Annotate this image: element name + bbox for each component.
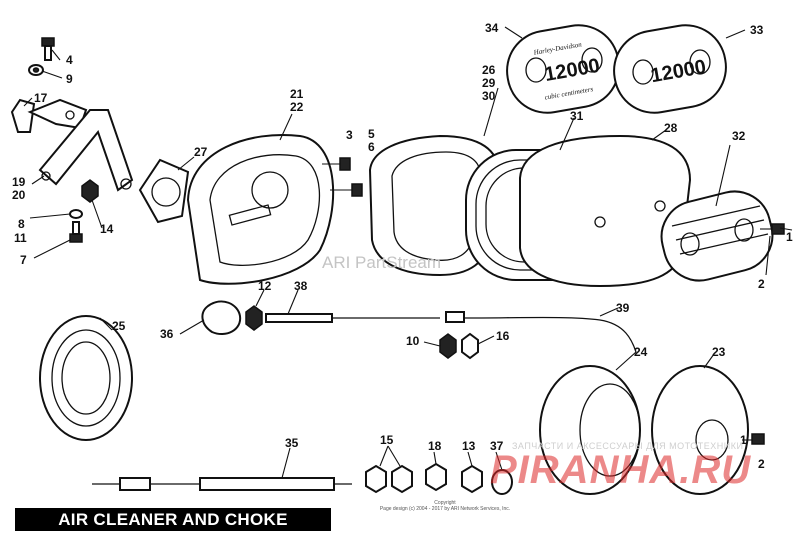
callout-21: 21	[290, 87, 304, 101]
callout-17: 17	[34, 91, 48, 105]
callout-2-upper: 2	[758, 277, 765, 291]
callout-2-lower: 2	[758, 457, 765, 471]
bolt-7[interactable]	[69, 221, 83, 243]
nut-13[interactable]	[461, 464, 483, 494]
shop-caption: ЗАПЧАСТИ И АКСЕССУАРЫ ДЛЯ МОТОТЕХНИКИ	[512, 441, 744, 451]
callout-26: 26	[482, 63, 496, 77]
nut-15b[interactable]	[391, 464, 413, 494]
callout-18: 18	[428, 439, 442, 453]
callout-25: 25	[112, 319, 126, 333]
callout-1-lower: 1	[740, 433, 747, 447]
callout-32: 32	[732, 129, 746, 143]
washer-9[interactable]	[28, 64, 44, 76]
callout-38: 38	[294, 279, 308, 293]
callout-8: 8	[18, 217, 25, 231]
knob-36[interactable]	[201, 300, 242, 335]
copyright-line-1: Copyright	[434, 500, 456, 506]
nut-14[interactable]	[81, 179, 99, 203]
bracket-17[interactable]	[10, 98, 88, 133]
callout-24: 24	[634, 345, 648, 359]
callout-35: 35	[285, 436, 299, 450]
name-plate-34[interactable]: 12000 Harley-Davidson cubic centimeters	[501, 19, 626, 119]
nut-12[interactable]	[245, 305, 263, 331]
callout-4: 4	[66, 53, 73, 67]
callout-13: 13	[462, 439, 476, 453]
copyright-line-2: Page design (c) 2004 - 2017 by ARI Netwo…	[379, 506, 511, 512]
callout-15: 15	[380, 433, 394, 447]
filter-element-24[interactable]	[539, 365, 641, 495]
callout-9: 9	[66, 72, 73, 86]
callout-12: 12	[258, 279, 272, 293]
choke-conduit-39[interactable]	[445, 311, 637, 353]
callout-7: 7	[20, 253, 27, 267]
nut-10[interactable]	[439, 333, 457, 359]
bracket-19-20[interactable]	[38, 109, 134, 192]
callout-11: 11	[14, 231, 27, 245]
watermark-text: ARI PartStream	[322, 253, 442, 272]
callout-36: 36	[160, 327, 174, 341]
washer-8-11[interactable]	[69, 209, 83, 219]
nut-18[interactable]	[425, 462, 447, 492]
callout-37: 37	[490, 439, 504, 453]
leader-lines	[23, 26, 793, 479]
callout-labels: 34 33 26 29 30 4 9 17 21 22 31 28 3 5 6 …	[12, 21, 793, 471]
callout-19: 19	[12, 175, 26, 189]
trim-plate-32[interactable]	[654, 184, 780, 288]
callout-6: 6	[368, 140, 375, 154]
callout-23: 23	[712, 345, 726, 359]
callout-31: 31	[570, 109, 584, 123]
callout-3: 3	[346, 128, 353, 142]
callout-34: 34	[485, 21, 499, 35]
screw-1-lower[interactable]	[751, 433, 765, 445]
callout-30: 30	[482, 89, 496, 103]
nut-16[interactable]	[461, 332, 479, 360]
backplate-21-22[interactable]	[186, 134, 335, 285]
diagram-title: AIR CLEANER AND CHOKE	[15, 508, 331, 531]
callout-5: 5	[368, 127, 375, 141]
name-plate-33[interactable]: 12000	[608, 19, 733, 119]
bolt-5-6[interactable]	[330, 183, 363, 197]
callout-10: 10	[406, 334, 420, 348]
cover-28[interactable]	[519, 134, 692, 288]
callout-22: 22	[290, 100, 304, 114]
round-cover-23[interactable]	[651, 365, 749, 495]
callout-39: 39	[616, 301, 630, 315]
callout-28: 28	[664, 121, 678, 135]
cable-35[interactable]	[92, 477, 352, 491]
callout-1-upper: 1	[786, 230, 793, 244]
callout-20: 20	[12, 188, 26, 202]
screw-3[interactable]	[322, 157, 351, 171]
callout-33: 33	[750, 23, 764, 37]
copyright-notice: Copyright Page design (c) 2004 - 2017 by…	[360, 500, 530, 512]
filter-element-25[interactable]	[39, 315, 133, 441]
nut-15a[interactable]	[365, 464, 387, 494]
callout-27: 27	[194, 145, 208, 159]
choke-cable-38[interactable]	[265, 313, 440, 323]
callout-14: 14	[100, 222, 114, 236]
bolt-4[interactable]	[41, 37, 55, 61]
gasket-27[interactable]	[138, 158, 190, 224]
callout-16: 16	[496, 329, 510, 343]
shop-logo: PIRANHA.RU	[490, 448, 752, 492]
callout-29: 29	[482, 76, 496, 90]
